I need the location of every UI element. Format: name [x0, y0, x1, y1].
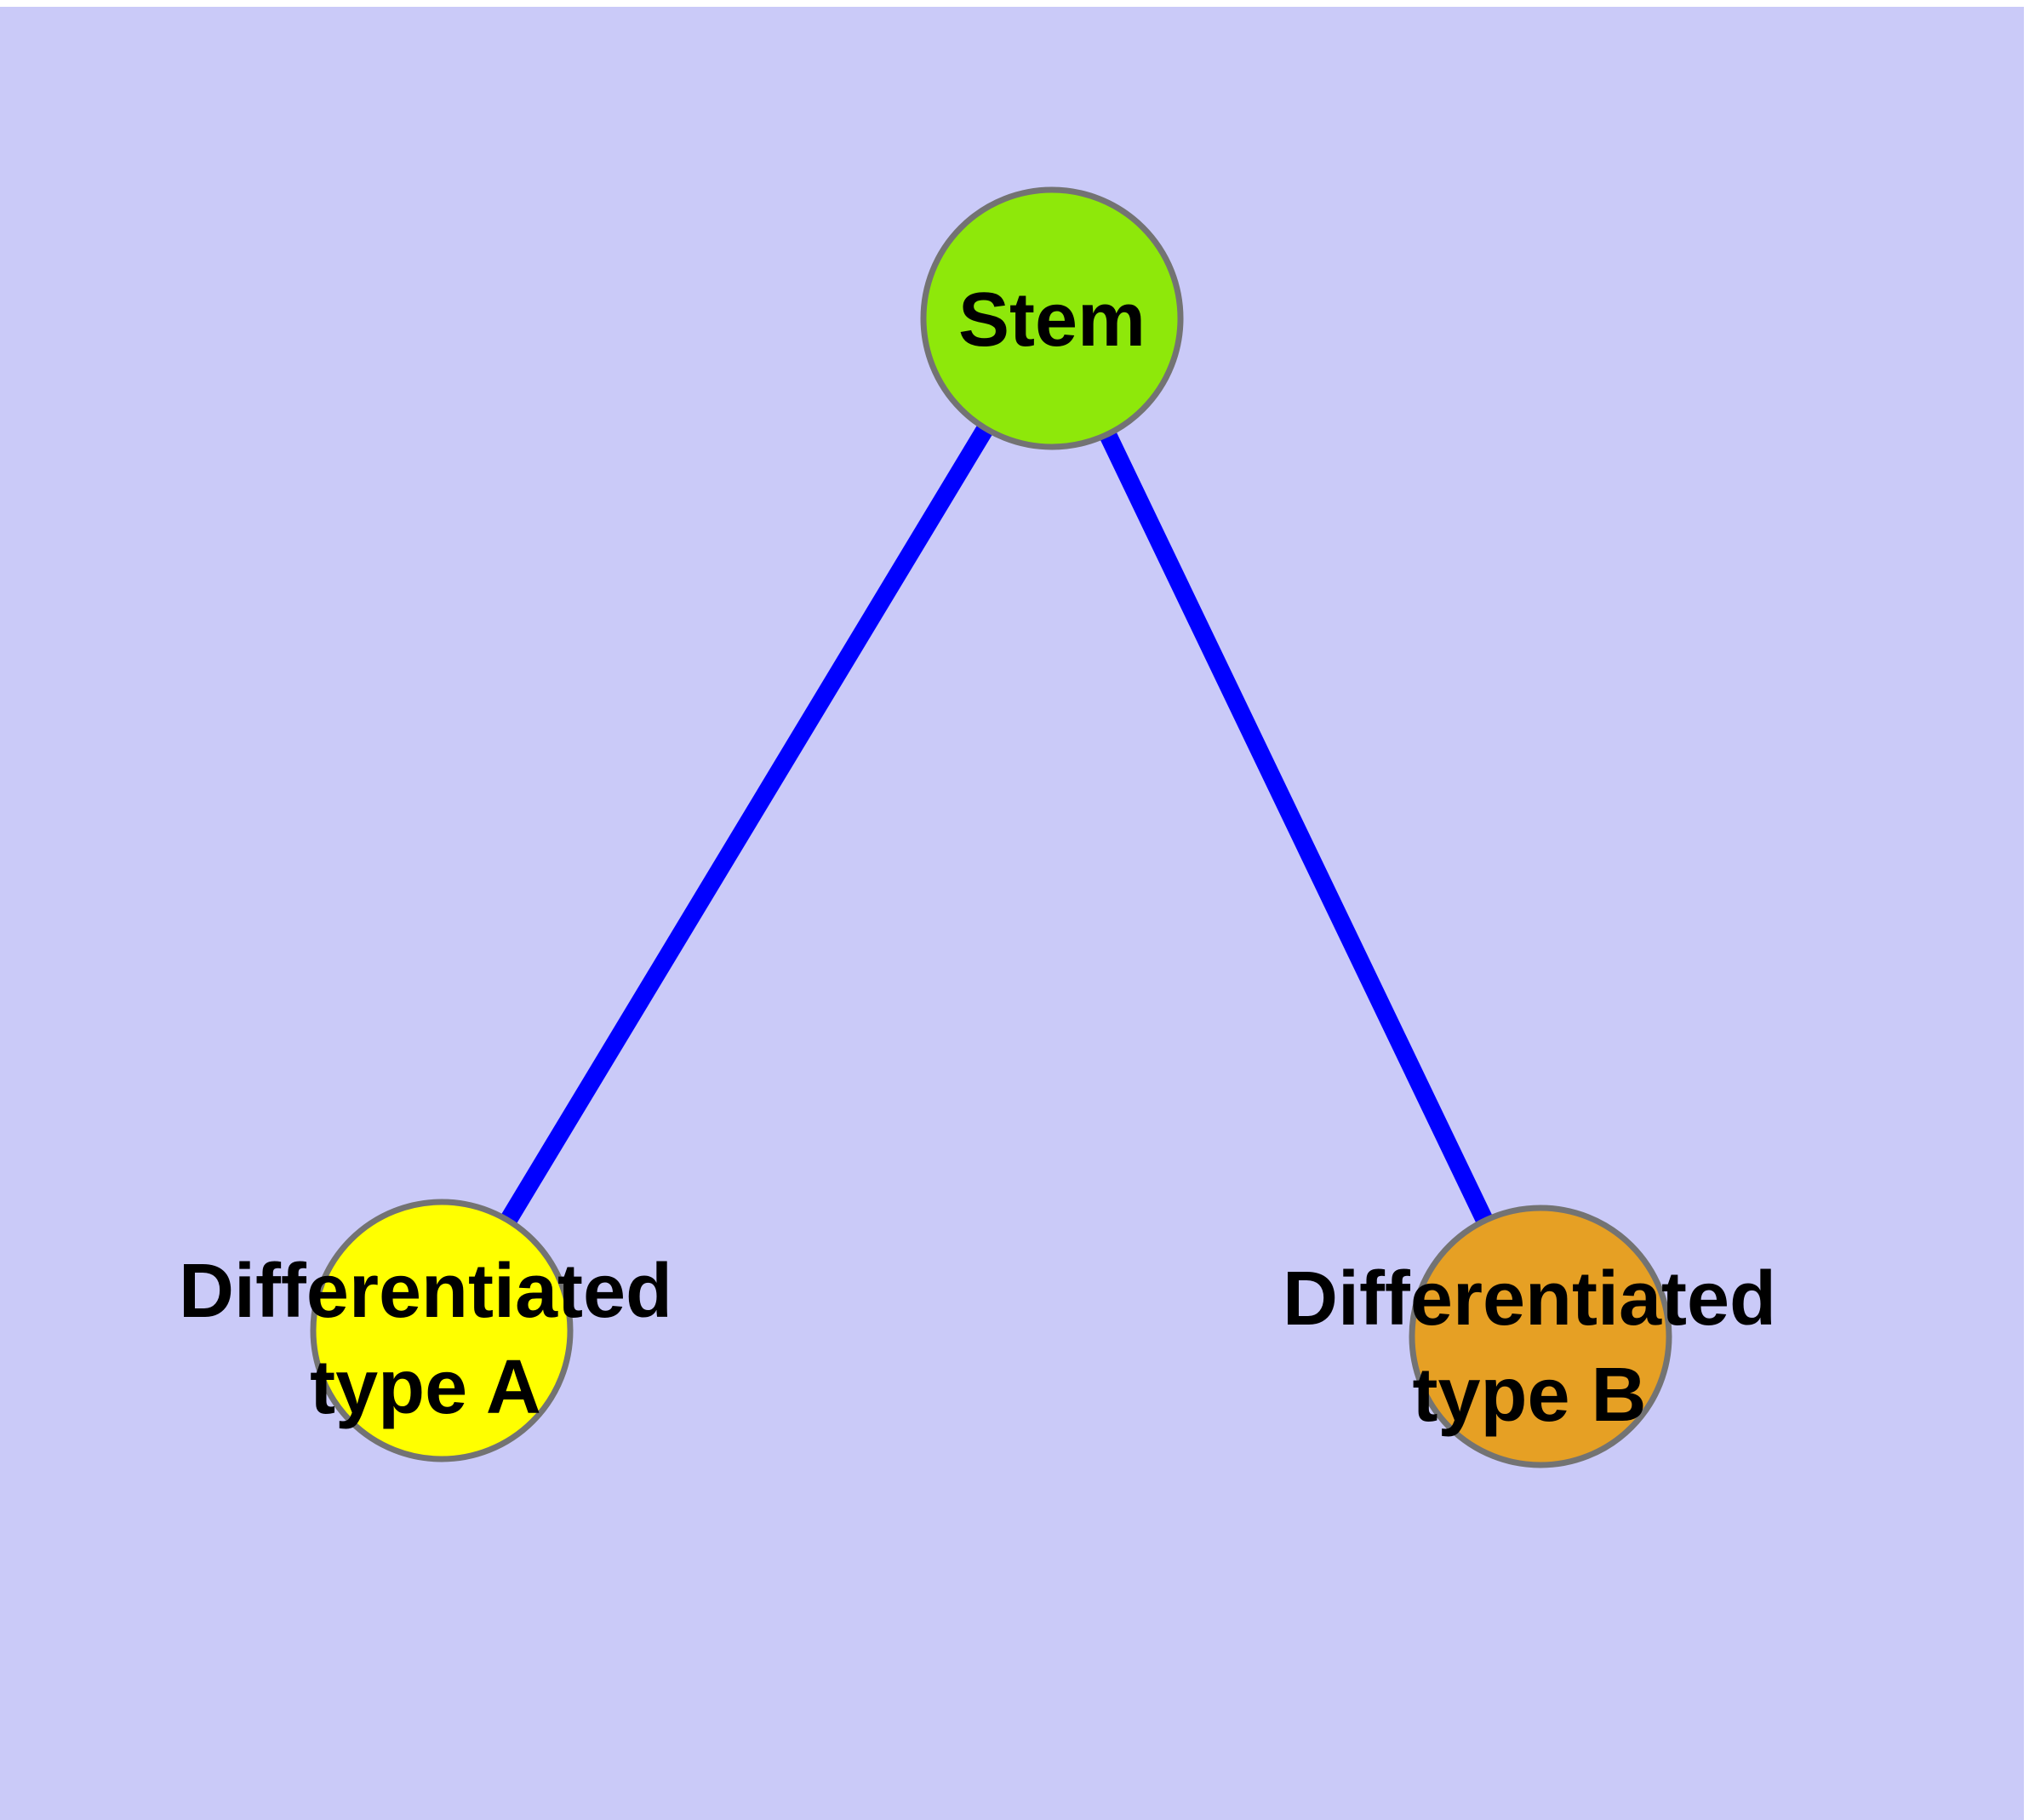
node-stem [920, 186, 1184, 450]
node-stem-label: Stem [958, 278, 1146, 363]
node-differentiated-type-a [310, 1199, 574, 1462]
node-differentiated-type-b-label-line1: Differentiated [1283, 1256, 1776, 1342]
edge-stem-to-type-b [1043, 314, 1549, 1341]
node-differentiated-type-a-label-line1: Differentiated [179, 1249, 672, 1334]
edge-stem-to-type-a [434, 313, 1060, 1336]
node-differentiated-type-b-label-line2: type B [1412, 1353, 1646, 1438]
node-differentiated-type-b [1409, 1205, 1672, 1468]
node-differentiated-type-a-label: Differentiated type A [179, 1249, 672, 1430]
node-differentiated-type-b-label: Differentiated type B [1283, 1256, 1776, 1438]
node-differentiated-type-a-label-line2: type A [310, 1345, 541, 1430]
